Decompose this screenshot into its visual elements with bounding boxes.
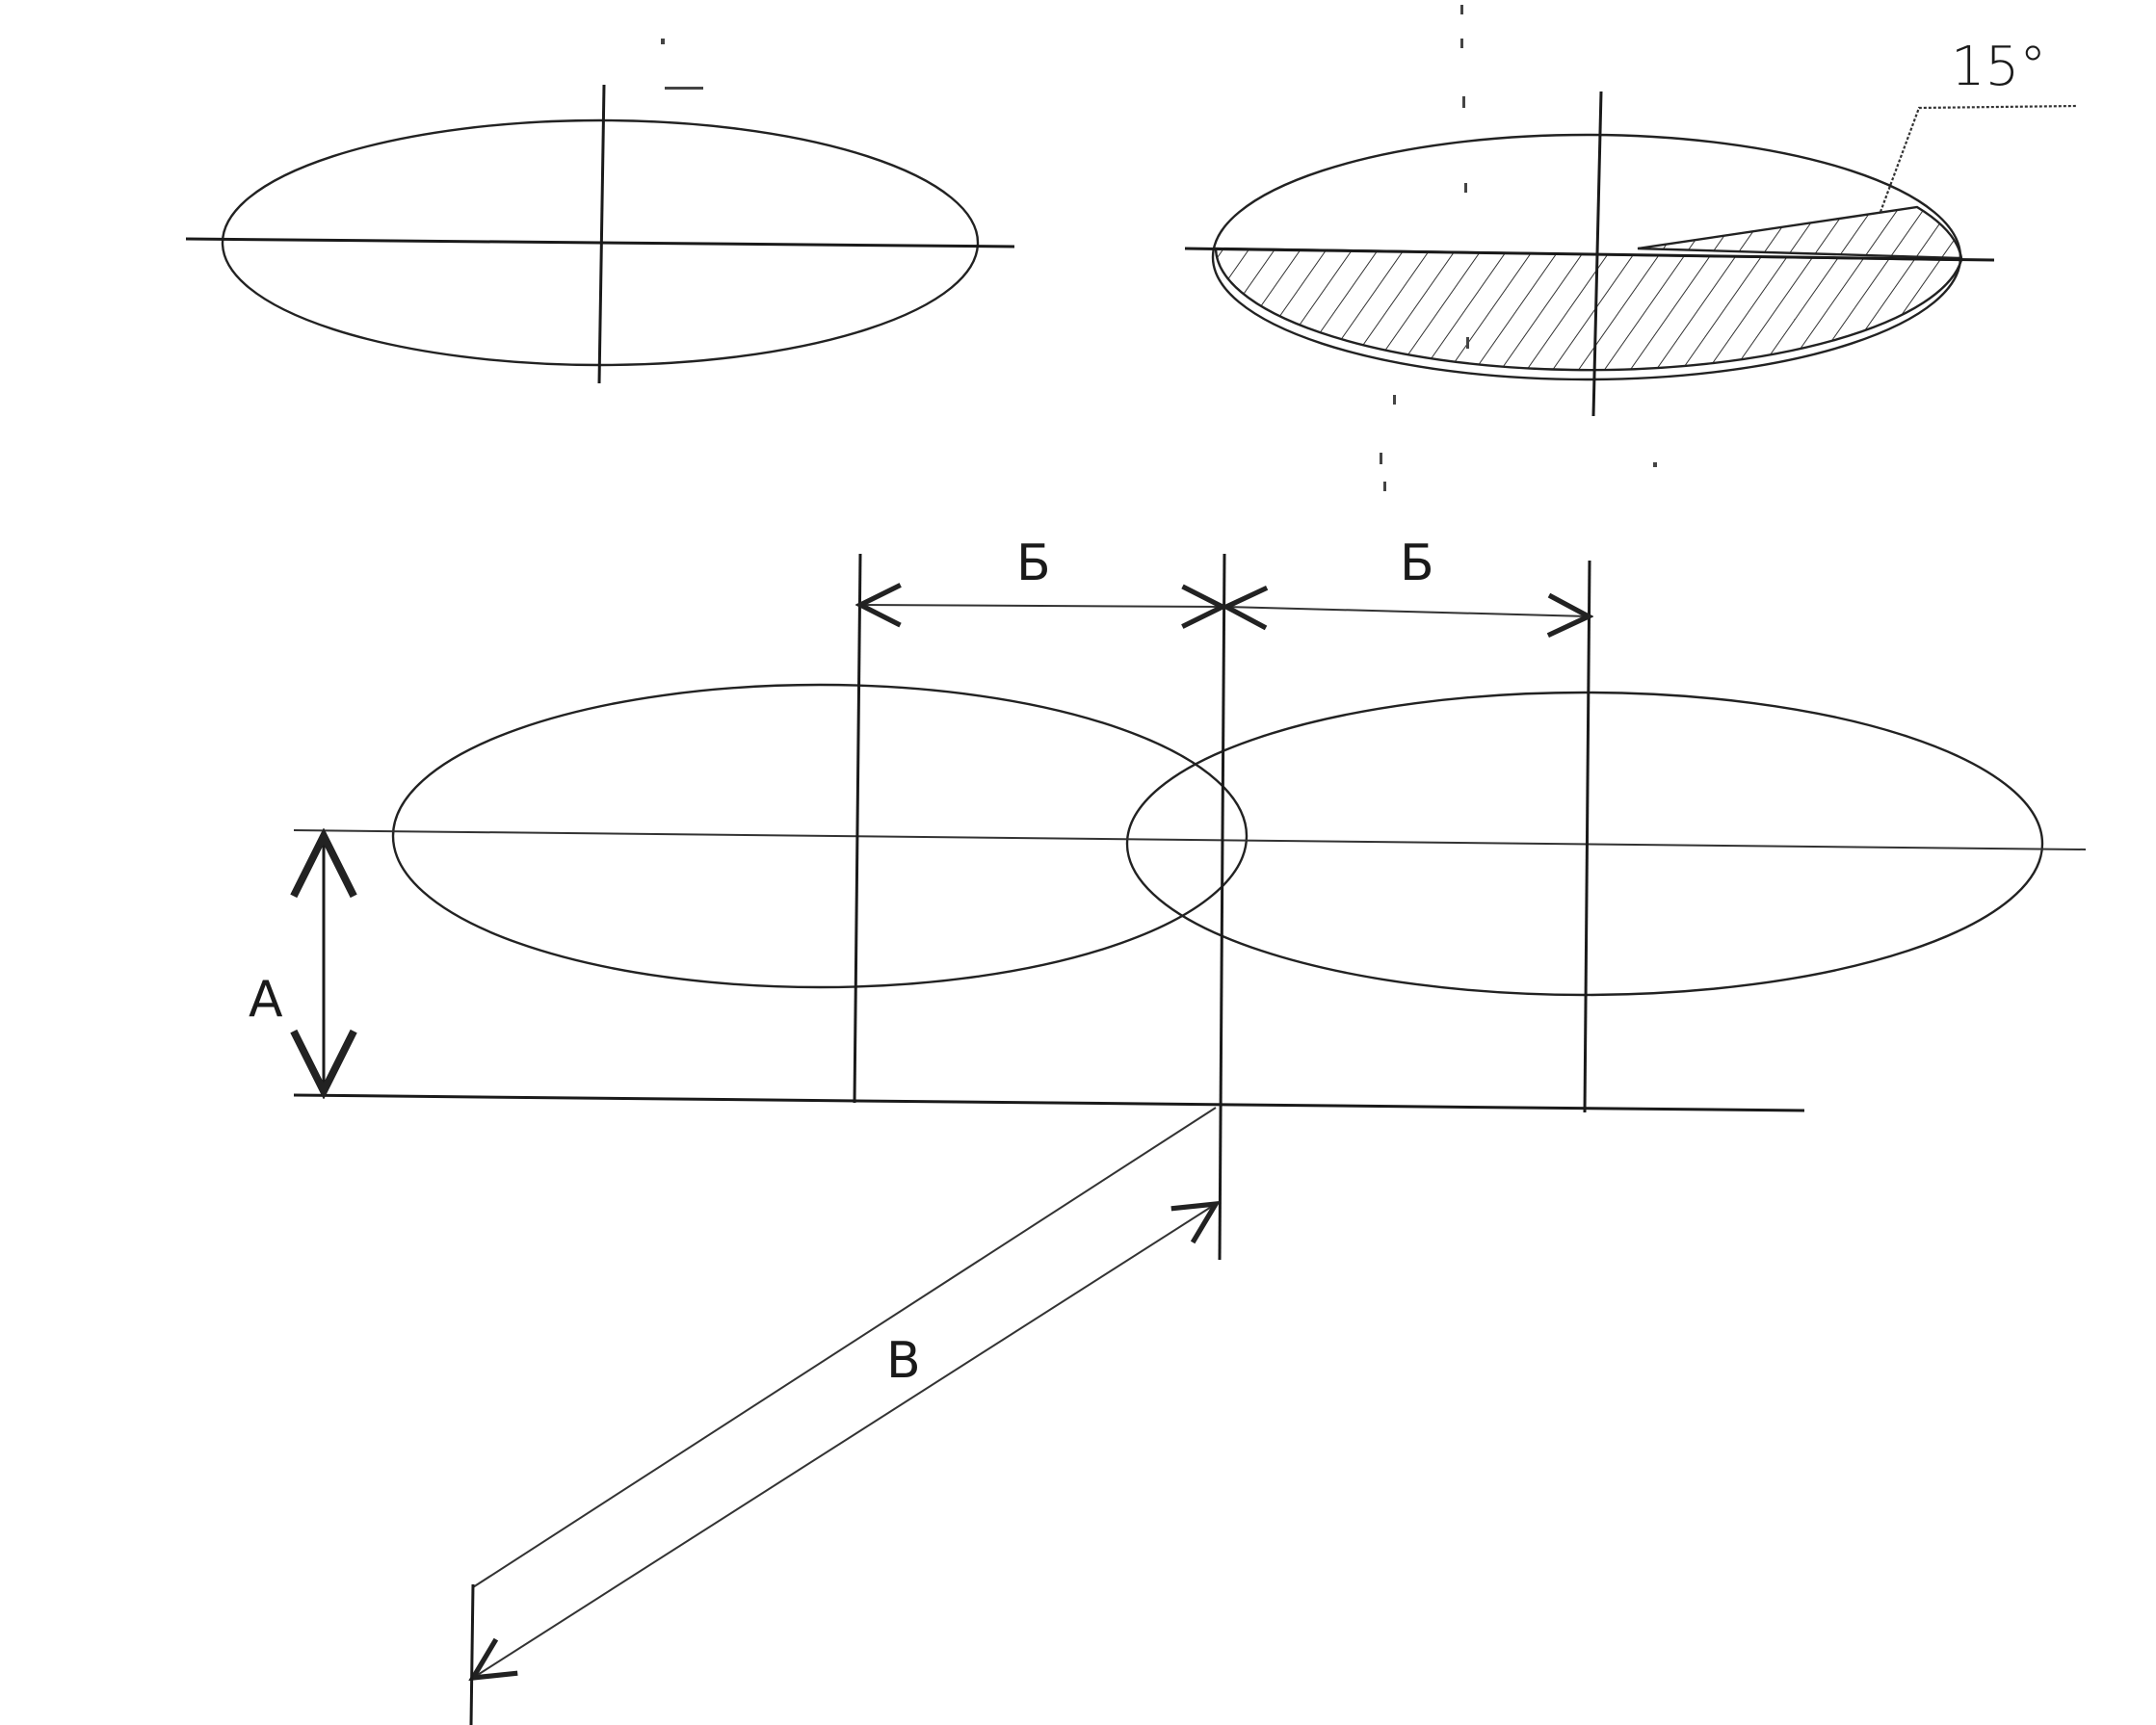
- center-line-right: [1583, 560, 1591, 1113]
- angle-leader-line: [1879, 104, 2078, 213]
- center-line-middle: [1218, 553, 1226, 1261]
- center-line-left: [853, 553, 862, 1104]
- horizontal-axis-overlap: [293, 829, 2087, 850]
- diagonal-line-upper: [472, 1107, 1217, 1588]
- dim-label-b-right: Б: [1400, 535, 1434, 592]
- diagonal-left-vertical: [469, 1583, 475, 1725]
- hatched-lower-half: [1214, 247, 1963, 372]
- vertical-axis-top-left: [597, 84, 606, 384]
- dim-label-b-left: Б: [1016, 535, 1051, 592]
- ellipse-left: [391, 683, 1249, 989]
- angle-label: 15°: [1951, 36, 2046, 98]
- top-right-ellipse-view: 15°: [661, 5, 2078, 491]
- dim-line-v: [473, 1204, 1216, 1678]
- horizontal-axis-top-right: [1184, 247, 1995, 262]
- overlap-view: Б Б A B: [249, 535, 2087, 1725]
- base-line: [293, 1093, 1805, 1112]
- top-left-ellipse-view: [185, 84, 1015, 384]
- vertical-axis-top-right: [1591, 91, 1603, 417]
- dim-line-b-left: [860, 605, 1223, 607]
- dim-label-v: B: [886, 1332, 921, 1390]
- dim-label-a: A: [249, 971, 283, 1029]
- hatched-angle-wedge: [1637, 205, 1963, 260]
- dim-line-b-right: [1226, 607, 1589, 616]
